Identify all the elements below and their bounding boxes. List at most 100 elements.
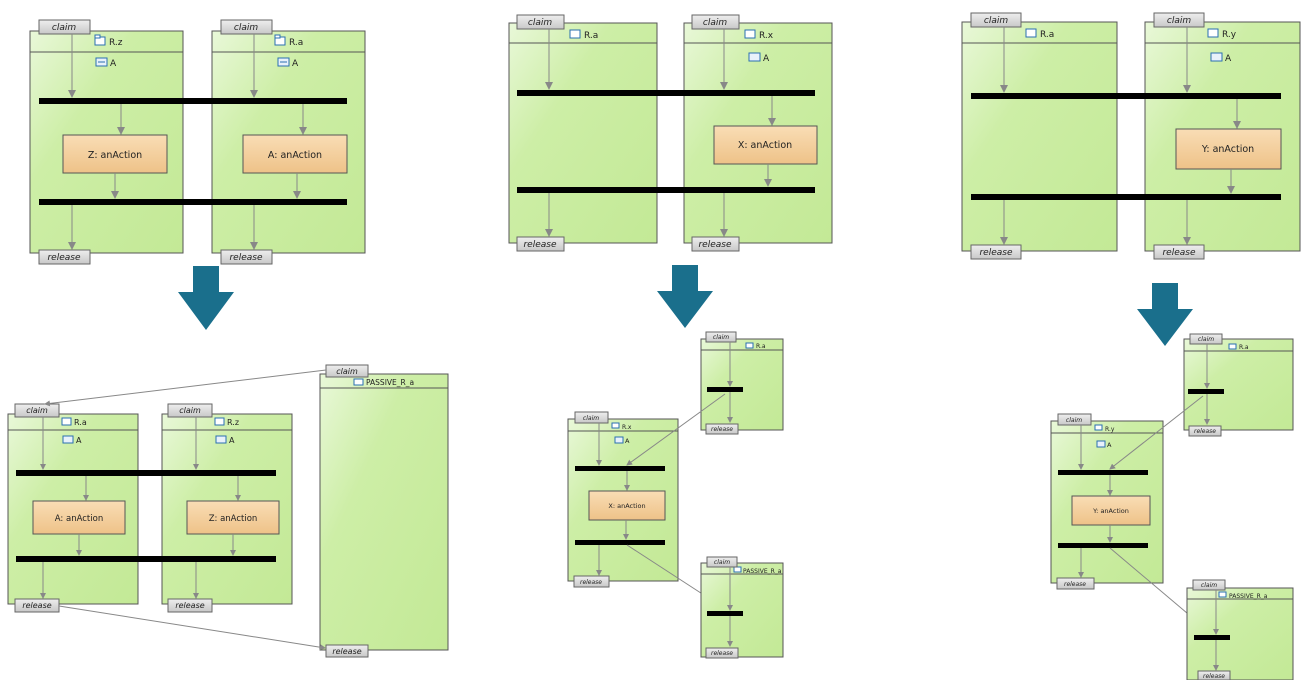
svg-text:A: A [1107, 441, 1112, 449]
part-icon [62, 435, 74, 444]
release-pill[interactable]: release [691, 236, 740, 252]
svg-text:R.x: R.x [759, 31, 774, 41]
action-x[interactable]: X: anAction [588, 490, 666, 521]
package-icon [744, 29, 756, 39]
package-icon [1207, 28, 1219, 38]
action-y[interactable]: Y: anAction [1071, 495, 1151, 526]
action-x[interactable]: X: anAction [713, 125, 818, 165]
svg-text:release: release [1194, 428, 1216, 435]
action-y[interactable]: Y: anAction [1175, 128, 1282, 170]
claim-pill[interactable]: claim [970, 12, 1022, 28]
fork-bar [16, 470, 276, 476]
svg-text:R.a: R.a [756, 343, 766, 350]
claim-pill[interactable]: claim [38, 19, 91, 35]
lane-r-a: R.a [1183, 338, 1294, 431]
action-z[interactable]: Z: anAction [186, 500, 280, 535]
claim-pill[interactable]: claim [167, 403, 213, 418]
svg-text:claim: claim [583, 415, 599, 422]
svg-text:claim: claim [336, 367, 358, 376]
part-icon [748, 52, 761, 62]
part-icon [614, 436, 624, 444]
release-pill[interactable]: release [1056, 577, 1095, 590]
release-pill[interactable]: release [1197, 670, 1231, 680]
fork-bar [1188, 389, 1224, 394]
svg-text:claim: claim [984, 16, 1008, 26]
svg-text:A: A [625, 437, 630, 445]
svg-text:Z: anAction: Z: anAction [88, 150, 142, 161]
claim-pill[interactable]: claim [516, 14, 565, 30]
svg-text:release: release [229, 253, 262, 263]
svg-text:release: release [1064, 581, 1086, 588]
release-pill[interactable]: release [1188, 425, 1222, 437]
svg-text:release: release [332, 647, 361, 656]
svg-text:A: anAction: A: anAction [55, 514, 103, 524]
release-pill[interactable]: release [220, 249, 273, 265]
claim-pill[interactable]: claim [705, 331, 737, 343]
svg-text:claim: claim [179, 406, 201, 415]
claim-pill[interactable]: claim [706, 556, 738, 568]
panel-2-source: R.a R.x A claim claim X: anAction releas… [508, 14, 833, 252]
svg-text:A: A [1225, 54, 1232, 64]
svg-text:A: A [76, 436, 82, 445]
join-bar [517, 187, 815, 193]
package-icon [353, 378, 364, 386]
svg-text:claim: claim [703, 18, 727, 28]
package-icon [611, 422, 620, 429]
part-icon [277, 57, 290, 67]
svg-text:claim: claim [1198, 336, 1214, 343]
svg-text:release: release [1203, 673, 1225, 680]
release-pill[interactable]: release [38, 249, 91, 265]
claim-pill[interactable]: claim [1057, 413, 1092, 426]
claim-pill[interactable]: claim [691, 14, 740, 30]
action-z[interactable]: Z: anAction [62, 134, 168, 174]
svg-text:R.a: R.a [74, 418, 87, 427]
fork-bar [971, 93, 1281, 99]
release-pill[interactable]: release [970, 244, 1022, 260]
package-icon [274, 34, 286, 46]
claim-pill[interactable]: claim [14, 403, 60, 418]
action-a[interactable]: A: anAction [242, 134, 348, 174]
svg-text:PASSIVE_R_a: PASSIVE_R_a [743, 568, 782, 575]
release-pill[interactable]: release [14, 598, 60, 613]
join-bar [16, 556, 276, 562]
package-icon [569, 29, 581, 39]
release-pill[interactable]: release [1153, 244, 1205, 260]
join-bar [971, 194, 1281, 200]
svg-text:claim: claim [52, 23, 76, 33]
release-pill[interactable]: release [325, 644, 369, 658]
package-icon [733, 566, 742, 573]
release-pill[interactable]: release [573, 575, 610, 588]
release-pill[interactable]: release [167, 598, 213, 613]
svg-text:claim: claim [528, 18, 552, 28]
claim-pill[interactable]: claim [325, 364, 369, 378]
part-icon [1210, 52, 1223, 62]
release-pill[interactable]: release [516, 236, 565, 252]
claim-pill[interactable]: claim [220, 19, 273, 35]
claim-pill[interactable]: claim [1192, 579, 1226, 591]
svg-text:PASSIVE_R_a: PASSIVE_R_a [366, 378, 414, 387]
svg-text:claim: claim [714, 559, 730, 566]
svg-text:claim: claim [1201, 582, 1217, 589]
claim-pill[interactable]: claim [1153, 12, 1205, 28]
svg-text:Y: anAction: Y: anAction [1092, 507, 1129, 515]
svg-text:release: release [175, 601, 204, 610]
claim-pill[interactable]: claim [574, 411, 609, 424]
svg-text:claim: claim [26, 406, 48, 415]
release-pill[interactable]: release [705, 423, 739, 435]
action-a[interactable]: A: anAction [32, 500, 126, 535]
claim-pill[interactable]: claim [1189, 333, 1223, 345]
release-pill[interactable]: release [705, 647, 739, 659]
svg-text:PASSIVE_R_a: PASSIVE_R_a [1229, 593, 1268, 600]
package-icon [61, 417, 72, 426]
panel-1-source: R.z A R.a A claim claim Z: anAction A: a… [29, 19, 366, 265]
svg-text:R.a: R.a [1239, 344, 1249, 351]
svg-text:release: release [711, 650, 733, 657]
panel-3-result: R.a claim release R.y A claim Y: anActio… [1050, 333, 1294, 680]
join-bar [1058, 543, 1148, 548]
part-label: A [292, 59, 299, 69]
part-icon [215, 435, 227, 444]
svg-text:release: release [711, 426, 733, 433]
svg-text:R.y: R.y [1105, 426, 1115, 433]
svg-text:release: release [979, 248, 1012, 258]
